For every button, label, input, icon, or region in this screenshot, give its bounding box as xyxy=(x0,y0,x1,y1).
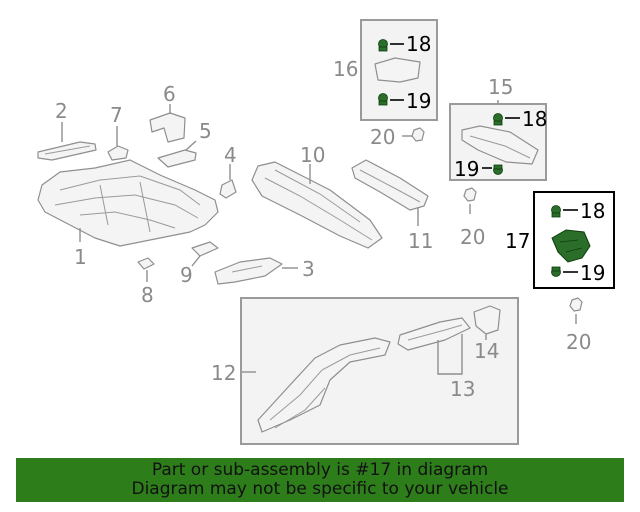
part-13 xyxy=(397,317,471,351)
callout-14: 14 xyxy=(474,339,499,363)
banner-line-1: Part or sub-assembly is #17 in diagram xyxy=(151,460,489,480)
callout-6: 6 xyxy=(163,82,176,106)
fastener-18-a xyxy=(378,39,388,52)
part-16 xyxy=(374,57,421,83)
callout-2: 2 xyxy=(55,99,68,123)
fastener-18-b xyxy=(493,113,503,126)
fastener-18-c xyxy=(551,205,561,218)
callout-9: 9 xyxy=(180,263,193,287)
callout-15: 15 xyxy=(488,75,513,99)
callout-19-a: 19 xyxy=(406,89,431,113)
callout-20-b: 20 xyxy=(460,225,485,249)
part-10 xyxy=(251,161,383,249)
fastener-19-a xyxy=(378,93,388,106)
fastener-19-c xyxy=(551,266,561,277)
callout-20-a: 20 xyxy=(370,125,395,149)
callout-4: 4 xyxy=(224,143,237,167)
part-15 xyxy=(461,125,539,165)
parts-diagram: 1 2 7 6 5 4 8 9 3 xyxy=(37,19,615,445)
part-11 xyxy=(351,159,429,211)
callout-13: 13 xyxy=(450,377,475,401)
callout-19-c: 19 xyxy=(580,261,605,285)
callout-5: 5 xyxy=(199,119,212,143)
callout-18-a: 18 xyxy=(406,32,431,56)
callout-20-c: 20 xyxy=(566,330,591,354)
part-5 xyxy=(157,149,197,168)
callout-18-c: 18 xyxy=(580,199,605,223)
part-14 xyxy=(473,305,501,335)
callout-11: 11 xyxy=(408,229,433,253)
part-4 xyxy=(219,179,237,199)
fastener-20-c xyxy=(569,297,583,312)
part-3 xyxy=(214,257,283,285)
part-2 xyxy=(37,141,97,161)
fastener-20-b xyxy=(463,187,477,202)
callout-8: 8 xyxy=(141,283,154,307)
callout-16: 16 xyxy=(333,57,358,81)
callout-3: 3 xyxy=(302,257,315,281)
callout-7: 7 xyxy=(110,103,123,127)
part-1-floor-pan xyxy=(37,159,219,247)
part-12 xyxy=(257,337,391,433)
info-banner: Part or sub-assembly is #17 in diagram D… xyxy=(16,458,624,502)
part-6 xyxy=(149,112,186,143)
fastener-19-b xyxy=(493,164,503,175)
callout-10: 10 xyxy=(300,143,325,167)
callout-18-b: 18 xyxy=(522,107,547,131)
callout-17: 17 xyxy=(505,229,530,253)
callout-1: 1 xyxy=(74,245,87,269)
part-9 xyxy=(191,241,219,257)
part-8 xyxy=(137,257,155,270)
part-17-highlighted xyxy=(551,229,591,263)
callout-19-b: 19 xyxy=(454,157,479,181)
part-7 xyxy=(107,145,129,161)
banner-line-2: Diagram may not be specific to your vehi… xyxy=(131,479,509,499)
callout-12: 12 xyxy=(211,361,236,385)
fastener-20-a xyxy=(411,127,425,142)
